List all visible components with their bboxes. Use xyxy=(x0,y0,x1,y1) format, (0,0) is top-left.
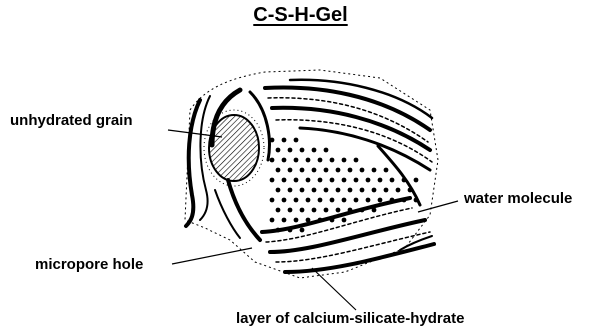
water-dot xyxy=(294,218,299,223)
water-dot xyxy=(366,178,371,183)
water-dot xyxy=(312,148,317,153)
water-dot xyxy=(294,198,299,203)
water-dot xyxy=(318,198,323,203)
water-dot xyxy=(360,168,365,173)
water-dot xyxy=(270,198,275,203)
water-dot xyxy=(276,228,281,233)
water-dot xyxy=(342,218,347,223)
water-dot xyxy=(276,208,281,213)
water-dot xyxy=(330,198,335,203)
water-dot xyxy=(354,178,359,183)
water-dot xyxy=(270,218,275,223)
water-dot xyxy=(336,188,341,193)
water-dot xyxy=(312,208,317,213)
water-dot xyxy=(330,158,335,163)
water-dot xyxy=(378,178,383,183)
water-dot xyxy=(414,198,419,203)
water-dot xyxy=(378,198,383,203)
water-dot xyxy=(330,218,335,223)
upper-csh-layers xyxy=(265,80,432,205)
water-dot xyxy=(276,148,281,153)
label-micropore-hole: micropore hole xyxy=(35,256,143,273)
leader-water-molecule xyxy=(418,201,458,212)
water-dot xyxy=(360,188,365,193)
water-dot xyxy=(288,148,293,153)
water-dot xyxy=(348,208,353,213)
water-dot xyxy=(300,228,305,233)
water-dot xyxy=(354,198,359,203)
water-dot xyxy=(270,178,275,183)
water-dot xyxy=(336,168,341,173)
water-dot xyxy=(402,198,407,203)
water-dot xyxy=(348,188,353,193)
water-dot xyxy=(312,188,317,193)
water-dot xyxy=(282,138,287,143)
water-dot xyxy=(306,198,311,203)
water-dot xyxy=(300,148,305,153)
water-dot xyxy=(282,178,287,183)
water-dot xyxy=(276,188,281,193)
water-dot xyxy=(402,178,407,183)
water-dot xyxy=(390,198,395,203)
water-dot xyxy=(372,168,377,173)
water-dot xyxy=(342,158,347,163)
water-dot xyxy=(396,188,401,193)
water-dot xyxy=(312,168,317,173)
water-dot xyxy=(348,168,353,173)
water-dot xyxy=(294,178,299,183)
water-dot xyxy=(300,208,305,213)
water-dot xyxy=(288,168,293,173)
water-dot xyxy=(288,228,293,233)
label-unhydrated-grain: unhydrated grain xyxy=(10,112,133,129)
water-dot xyxy=(282,198,287,203)
water-dot xyxy=(318,218,323,223)
water-dot xyxy=(414,178,419,183)
unhydrated-grain-shape xyxy=(209,115,259,181)
water-dot xyxy=(306,178,311,183)
water-dot xyxy=(372,208,377,213)
water-dot xyxy=(270,138,275,143)
water-dot xyxy=(282,158,287,163)
water-dot xyxy=(270,158,275,163)
label-water-molecule: water molecule xyxy=(464,190,572,207)
water-dot xyxy=(318,178,323,183)
water-dot xyxy=(300,188,305,193)
water-dot xyxy=(294,138,299,143)
water-dot xyxy=(408,188,413,193)
water-dot xyxy=(342,198,347,203)
water-dot xyxy=(288,188,293,193)
water-dot xyxy=(372,188,377,193)
water-dot xyxy=(324,208,329,213)
water-dot xyxy=(300,168,305,173)
water-dot xyxy=(384,188,389,193)
water-dot xyxy=(306,158,311,163)
water-dot xyxy=(384,168,389,173)
water-dot xyxy=(354,158,359,163)
leader-csh-layer xyxy=(312,268,356,310)
leader-micropore-hole xyxy=(172,248,252,264)
water-dot xyxy=(336,208,341,213)
water-dot xyxy=(366,198,371,203)
water-dot xyxy=(282,218,287,223)
water-dot xyxy=(324,168,329,173)
water-dot xyxy=(330,178,335,183)
water-dot xyxy=(390,178,395,183)
label-csh-layer: layer of calcium-silicate-hydrate xyxy=(236,310,464,327)
water-dot xyxy=(342,178,347,183)
water-dot xyxy=(324,148,329,153)
water-dot xyxy=(360,208,365,213)
water-dot xyxy=(318,158,323,163)
water-dot xyxy=(276,168,281,173)
water-dot xyxy=(294,158,299,163)
water-dot xyxy=(324,188,329,193)
water-dot xyxy=(288,208,293,213)
water-dot xyxy=(306,218,311,223)
